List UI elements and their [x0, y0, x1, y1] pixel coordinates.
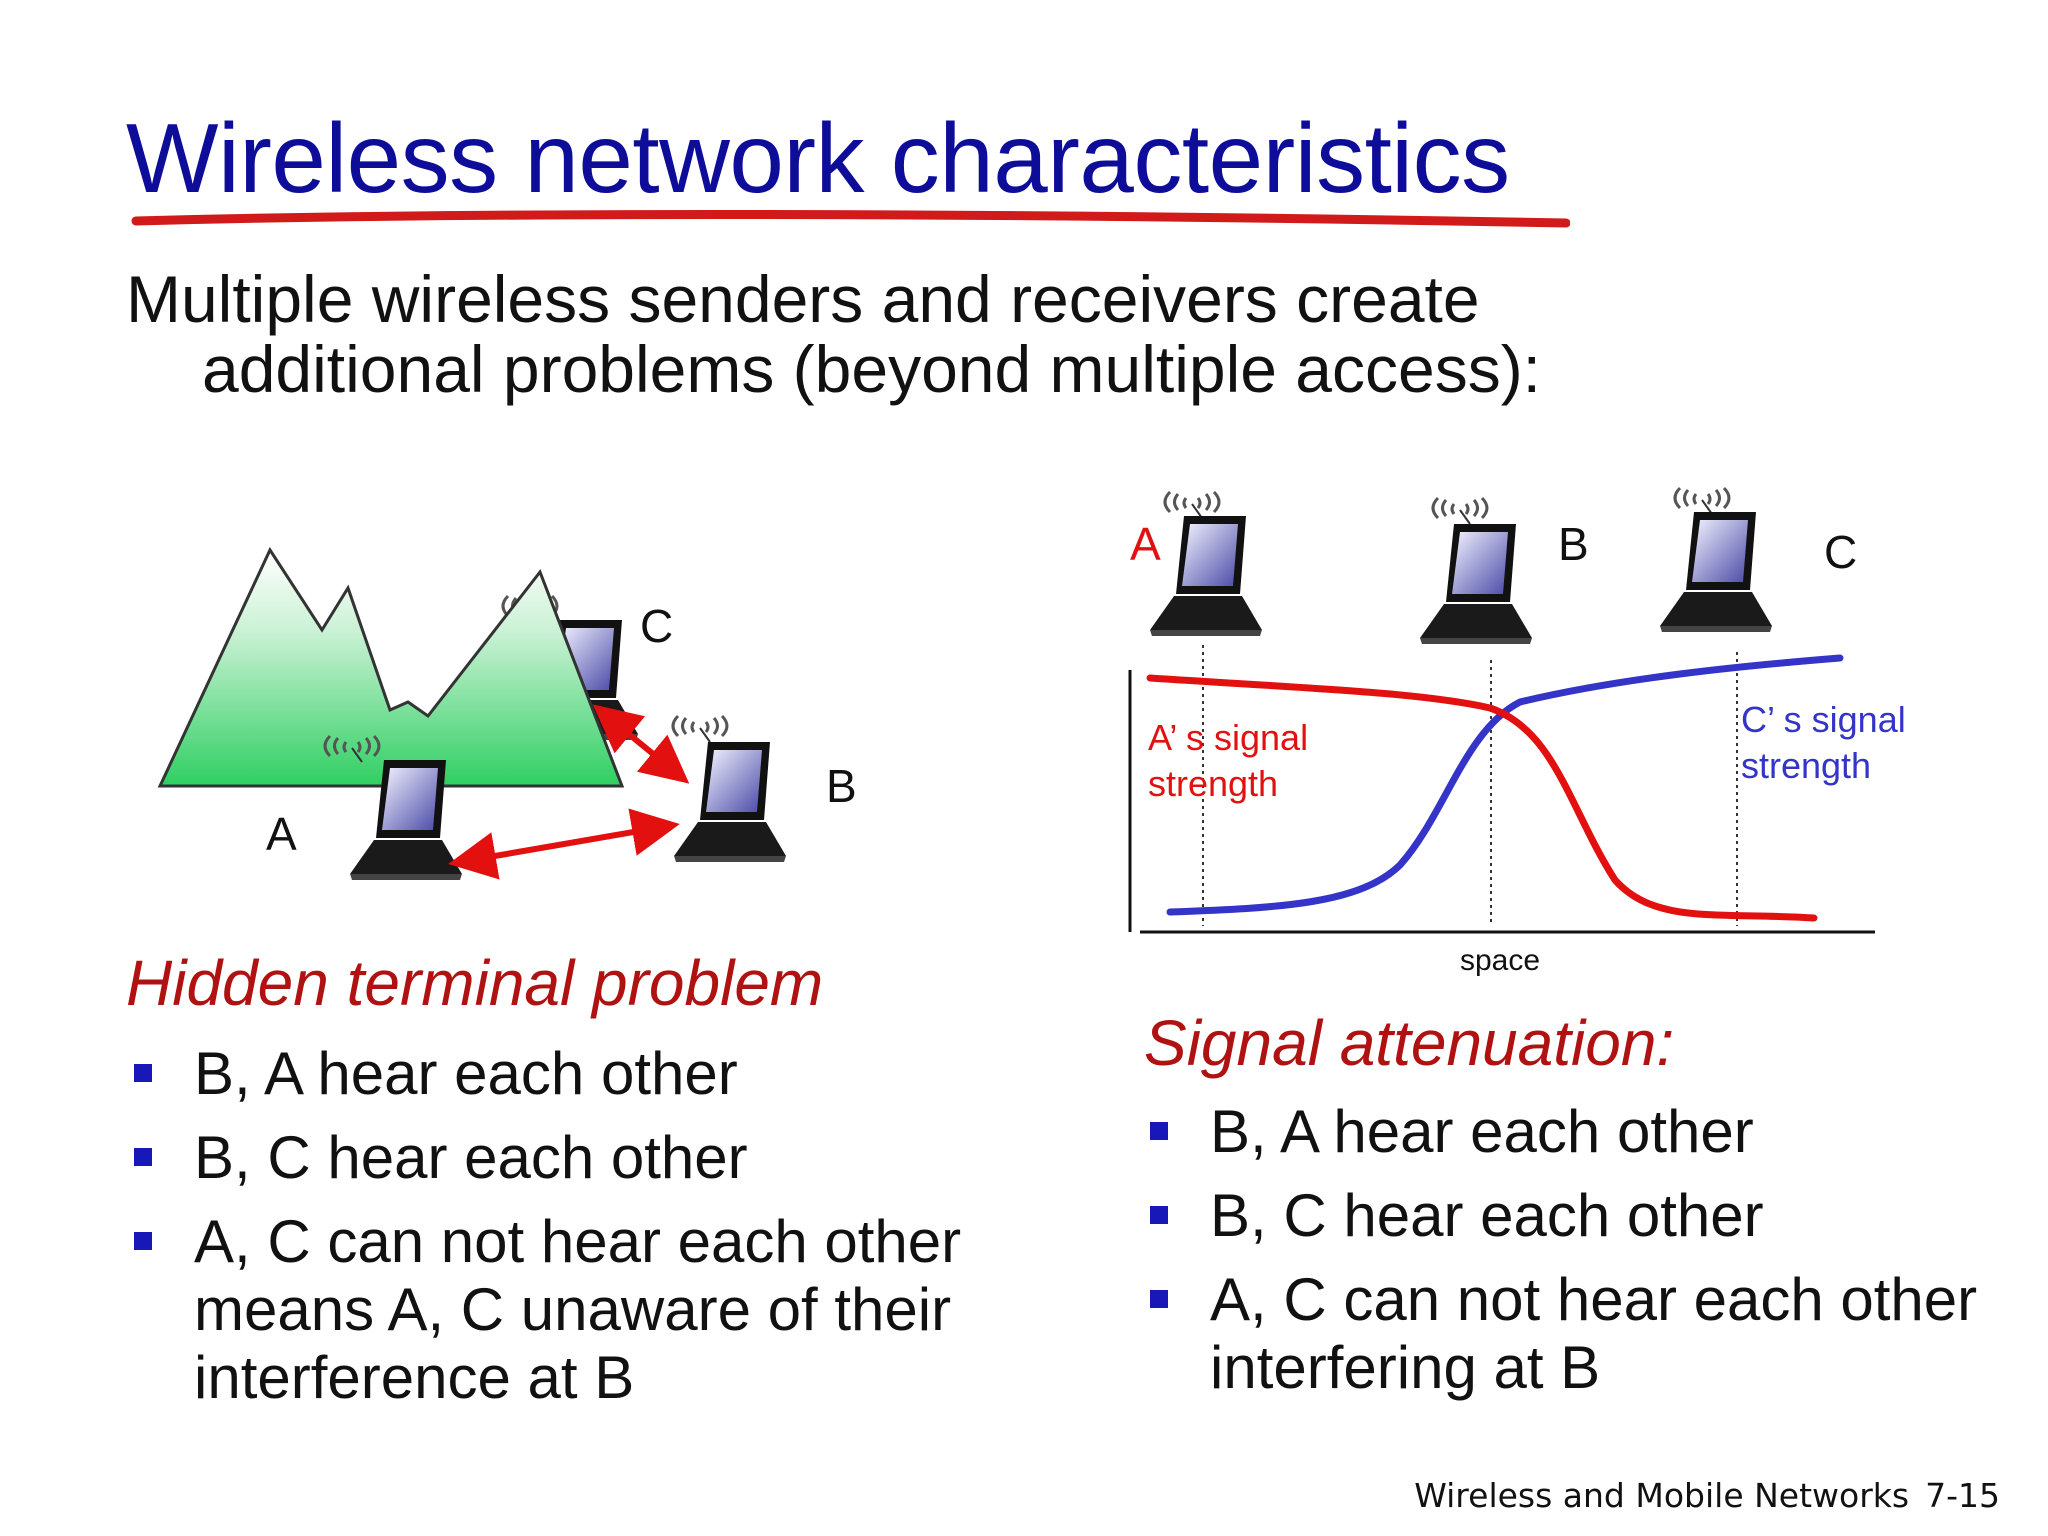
list-item: B, A hear each other — [1146, 1098, 2026, 1166]
mountain-icon — [157, 546, 625, 788]
attn-label-c: C — [1824, 526, 1857, 578]
list-item: B, C hear each other — [1146, 1182, 2026, 1250]
label-a: A — [266, 808, 297, 860]
a-signal-curve — [1146, 674, 1818, 922]
footer-chapter: Wireless and Mobile Networks — [1414, 1476, 1910, 1515]
attn-laptop-c-icon — [1660, 486, 1772, 632]
intro-line-2: additional problems (beyond multiple acc… — [202, 332, 1542, 406]
list-item: B, C hear each other — [130, 1124, 1030, 1192]
bullet-icon — [1150, 1206, 1168, 1224]
hidden-terminal-figure: C B A — [157, 546, 857, 880]
arrow-c-b — [592, 704, 690, 784]
attn-laptop-a-icon — [1150, 490, 1262, 636]
title-underline — [131, 210, 1570, 228]
list-item: A, C can not hear each other interfering… — [1146, 1266, 2026, 1402]
bullet-icon — [1150, 1122, 1168, 1140]
list-item: A, C can not hear each other means A, C … — [130, 1208, 1030, 1412]
attn-label-b: B — [1558, 518, 1589, 570]
footer-page-number: 7-15 — [1925, 1476, 2000, 1515]
signal-attenuation-heading: Signal attenuation: — [1144, 1007, 1675, 1079]
intro-line-1: Multiple wireless senders and receivers … — [126, 262, 1480, 336]
attn-label-a: A — [1130, 518, 1161, 570]
slide-footer: Wireless and Mobile Networks 7-15 — [1414, 1476, 2000, 1515]
bullet-icon — [134, 1148, 152, 1166]
list-item: B, A hear each other — [130, 1040, 1030, 1108]
attn-laptop-b-icon — [1420, 496, 1532, 644]
bullet-icon — [1150, 1290, 1168, 1308]
hidden-terminal-heading: Hidden terminal problem — [126, 947, 824, 1019]
intro-text: Multiple wireless senders and receivers … — [126, 264, 1541, 404]
label-c: C — [640, 600, 673, 652]
bullet-icon — [134, 1232, 152, 1250]
a-signal-label: A’ s signal strength — [1148, 717, 1318, 804]
c-signal-label: C’ s signal strength — [1741, 699, 1916, 786]
arrow-a-b — [448, 808, 680, 880]
hidden-terminal-bullets: B, A hear each other B, C hear each othe… — [130, 1040, 1030, 1428]
signal-attenuation-bullets: B, A hear each other B, C hear each othe… — [1146, 1098, 2026, 1418]
c-signal-curve — [1166, 654, 1844, 916]
laptop-b-icon — [671, 714, 786, 862]
slide-title: Wireless network characteristics — [126, 103, 1510, 213]
label-b: B — [826, 760, 857, 812]
bullet-icon — [134, 1064, 152, 1082]
signal-attenuation-figure: A B C A’ s signal strength C’ s signal s… — [1128, 486, 1916, 977]
x-axis-label: space — [1460, 944, 1540, 977]
